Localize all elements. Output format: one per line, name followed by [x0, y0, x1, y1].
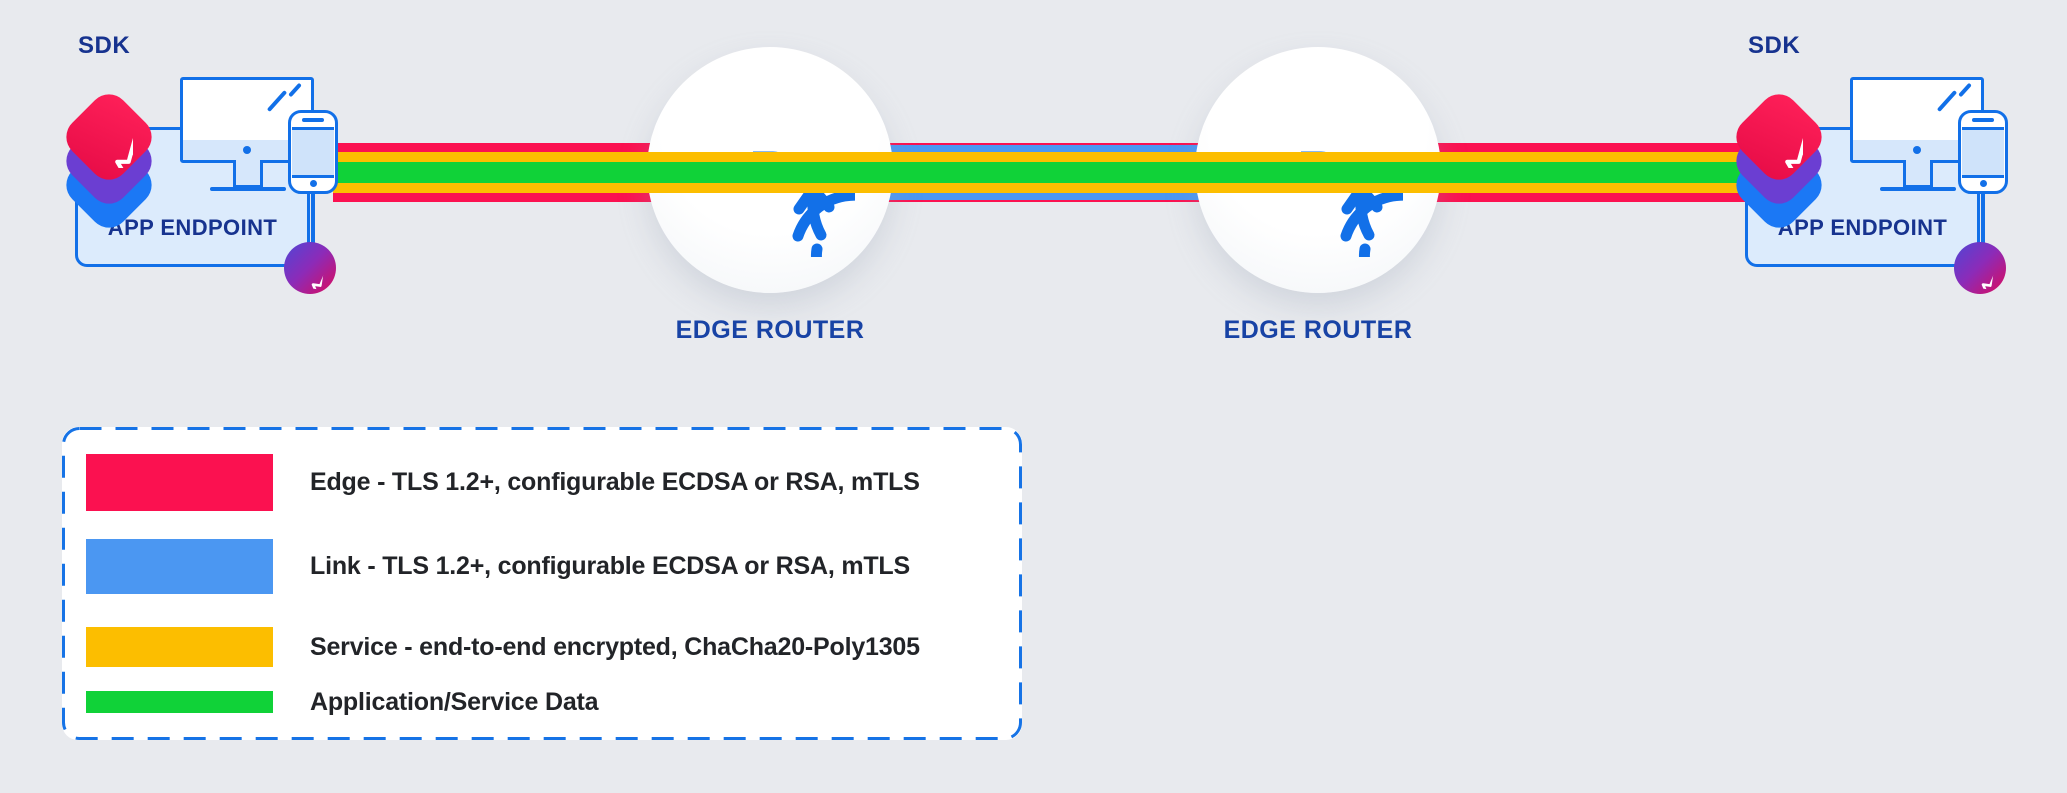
- edge-router-label: EDGE ROUTER: [675, 316, 865, 344]
- app-endpoint-group: APP ENDPOINT SDK: [0, 0, 400, 310]
- legend-panel: Edge - TLS 1.2+, configurable ECDSA or R…: [62, 427, 1022, 740]
- link-stripe-bottom: [770, 193, 1318, 200]
- phone-connector-line: [1981, 192, 1985, 246]
- link-stripe-top: [770, 145, 1318, 152]
- app-endpoint-label: APP ENDPOINT: [1777, 215, 1948, 240]
- legend-label: Link - TLS 1.2+, configurable ECDSA or R…: [310, 552, 910, 580]
- ziti-bolt-icon: [1755, 106, 1803, 168]
- legend-row-service: Service - end-to-end encrypted, ChaCha20…: [86, 627, 920, 667]
- sdk-label: SDK: [1748, 32, 1801, 59]
- phone-screen: [292, 127, 334, 178]
- monitor-stand: [1903, 160, 1933, 188]
- monitor-stand: [233, 160, 263, 188]
- link-color-swatch: [86, 539, 273, 594]
- phone-icon: [288, 110, 338, 194]
- phone-home-button: [309, 180, 317, 187]
- screen-glare-icon: [266, 90, 288, 112]
- service-color-swatch: [86, 627, 273, 667]
- monitor-button: [1913, 146, 1921, 154]
- edge-color-swatch: [86, 454, 273, 511]
- screen-glare-icon: [1958, 82, 1972, 98]
- monitor-base: [1880, 187, 1956, 191]
- legend-row-edge: Edge - TLS 1.2+, configurable ECDSA or R…: [86, 454, 920, 511]
- ziti-bolt-icon: [293, 246, 326, 290]
- data-color-swatch: [86, 691, 273, 713]
- ziti-badge-icon: [284, 242, 336, 294]
- screen-glare-icon: [1936, 90, 1958, 112]
- ziti-bolt-icon: [1963, 246, 1996, 290]
- service-stripe-top: [333, 152, 1745, 162]
- legend-label: Edge - TLS 1.2+, configurable ECDSA or R…: [310, 468, 920, 496]
- monitor-base: [210, 187, 286, 191]
- phone-speaker: [1972, 118, 1994, 122]
- legend-row-data: Application/Service Data: [86, 688, 599, 716]
- monitor-button: [243, 146, 251, 154]
- application-data-stripe: [333, 162, 1745, 183]
- phone-screen: [1962, 127, 2004, 178]
- legend-row-link: Link - TLS 1.2+, configurable ECDSA or R…: [86, 539, 910, 594]
- app-endpoint-group: APP ENDPOINT SDK: [1670, 0, 2067, 310]
- service-stripe-bottom: [333, 183, 1745, 193]
- legend-dashed-border: [62, 427, 1022, 740]
- app-endpoint-label: APP ENDPOINT: [107, 215, 278, 240]
- phone-connector-line: [311, 192, 315, 246]
- legend-label: Service - end-to-end encrypted, ChaCha20…: [310, 632, 920, 661]
- screen-glare-icon: [288, 82, 302, 98]
- phone-icon: [1958, 110, 2008, 194]
- sdk-label: SDK: [78, 32, 131, 59]
- phone-speaker: [302, 118, 324, 122]
- legend-label: Application/Service Data: [310, 687, 599, 716]
- phone-home-button: [1979, 180, 1987, 187]
- ziti-badge-icon: [1954, 242, 2006, 294]
- edge-router-label: EDGE ROUTER: [1223, 316, 1413, 344]
- ziti-bolt-icon: [85, 106, 133, 168]
